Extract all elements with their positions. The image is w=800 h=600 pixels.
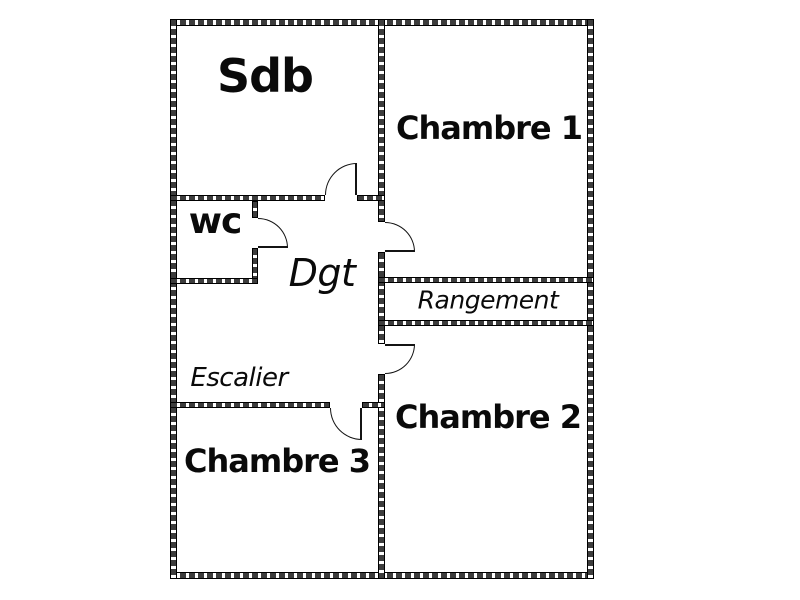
wall-wc-bottom: [170, 278, 258, 284]
door-chambre3: [330, 408, 362, 440]
room-label-chambre-2: Chambre 2: [395, 398, 582, 436]
room-label-rangement: Rangement: [417, 285, 559, 315]
room-label-escalier: Escalier: [190, 363, 288, 393]
wall-center-upper: [378, 19, 385, 222]
room-label-dgt: Dgt: [288, 251, 356, 295]
door-wc: [258, 218, 288, 248]
wall-center-middle: [378, 252, 385, 344]
room-label-sdb: Sdb: [217, 49, 314, 103]
room-label-chambre-3: Chambre 3: [184, 442, 371, 480]
wall-wc-right-upper: [252, 201, 258, 218]
wall-outer-left: [170, 19, 177, 579]
wall-sdb-bottom-left: [170, 195, 325, 201]
door-chambre1: [385, 222, 415, 252]
wall-rangement-top: [378, 277, 594, 283]
wall-sdb-bottom-right: [357, 195, 385, 201]
wall-rangement-bottom: [378, 320, 594, 326]
wall-chambre3-top-left: [170, 402, 330, 408]
wall-center-lower: [378, 374, 385, 579]
room-label-chambre-1: Chambre 1: [396, 109, 583, 147]
door-sdb: [325, 163, 357, 195]
door-chambre2: [385, 344, 415, 374]
room-label-wc: wc: [188, 201, 243, 242]
wall-outer-right: [587, 19, 594, 579]
wall-chambre3-top-right: [362, 402, 385, 408]
